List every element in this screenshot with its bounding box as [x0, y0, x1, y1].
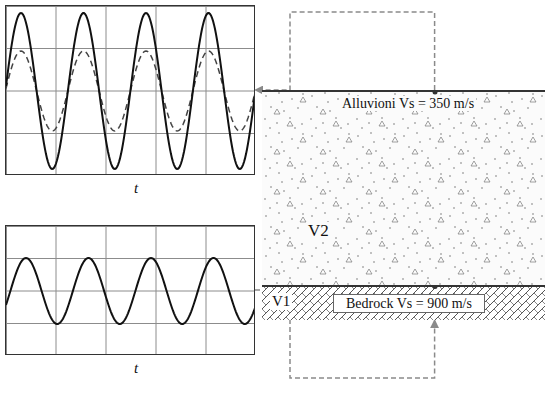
grid-line [6, 323, 254, 324]
bedrock-layer: V1 Bedrock Vs = 900 m/s [262, 285, 545, 320]
signal-path [255, 12, 435, 90]
grid-line [6, 226, 254, 227]
grid-line [56, 226, 57, 354]
surface-point [433, 90, 438, 95]
waveform-plot [6, 226, 254, 354]
oscillogram-box: t [5, 5, 255, 175]
alluvium-fill [262, 90, 545, 285]
grid-line [6, 291, 254, 292]
velocity-symbol: V1 [270, 293, 292, 310]
time-axis-label: t [134, 360, 138, 377]
input-wave [6, 258, 254, 324]
time-axis-label: t [134, 180, 138, 197]
grid-line [156, 6, 157, 174]
grid-line [6, 6, 7, 174]
interface-line [262, 285, 545, 287]
grid-line [6, 48, 254, 49]
grid-line [6, 6, 254, 7]
bedrock-hatch [262, 285, 545, 320]
ground-surface [262, 90, 545, 92]
alluvium-texture [262, 90, 545, 285]
layer-label: Bedrock Vs = 900 m/s [333, 294, 485, 313]
grid-line [106, 226, 107, 354]
amplified-wave [6, 13, 254, 169]
waveform-plot [6, 6, 254, 174]
layer-label: Alluvioni Vs = 350 m/s [340, 96, 476, 111]
interface-point [433, 285, 438, 289]
oscillogram-box: t [5, 225, 255, 355]
alluvium-layer: Alluvioni Vs = 350 m/sV2 [262, 90, 545, 285]
grid-line [56, 6, 57, 174]
velocity-symbol: V2 [306, 222, 331, 241]
grid-line [6, 226, 7, 354]
grid-line [206, 226, 207, 354]
grid-line [106, 6, 107, 174]
grid-line [206, 6, 207, 174]
grid-line [156, 226, 157, 354]
